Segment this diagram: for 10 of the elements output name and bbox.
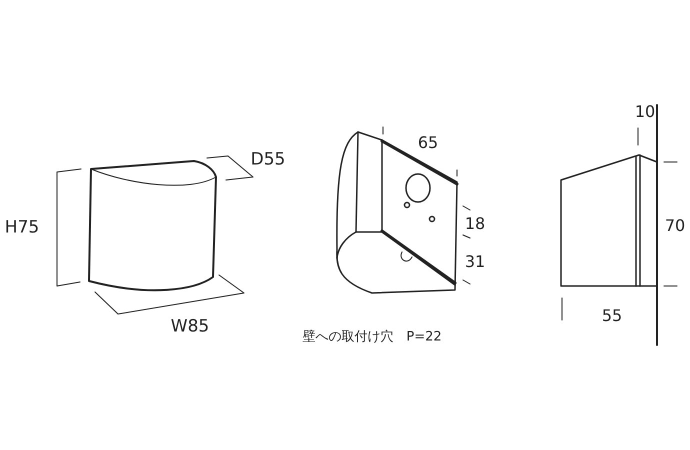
dimension-label: 55: [602, 308, 622, 324]
dimension-label: 65: [418, 135, 438, 151]
dimension-label: 31: [464, 254, 486, 270]
dimension-label: 10: [634, 104, 656, 120]
dimension-label: D55: [250, 152, 286, 168]
dimension-label: W85: [170, 318, 210, 336]
note-text: 壁への取付け穴 P=22: [302, 330, 442, 344]
dimension-label: 70: [664, 218, 686, 234]
dimension-label: 18: [464, 216, 486, 232]
dimension-label: H75: [4, 220, 40, 236]
